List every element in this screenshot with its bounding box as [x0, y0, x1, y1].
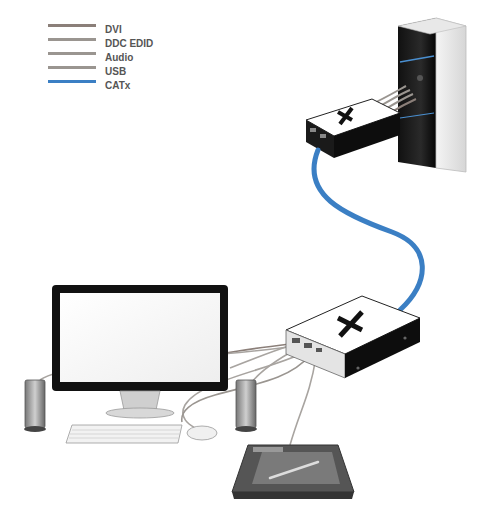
legend-entry: DDC EDID	[105, 33, 153, 46]
legend-label: CATx	[105, 80, 130, 91]
legend-line-sample	[48, 66, 96, 69]
legend-label: Audio	[105, 52, 133, 63]
legend-entry: CATx	[105, 75, 130, 88]
legend-entry: USB	[105, 61, 126, 74]
legend-entry: Audio	[105, 47, 133, 60]
catx-cable	[314, 150, 422, 310]
legend-label: DVI	[105, 24, 122, 35]
legend-line-sample	[48, 80, 96, 83]
keyboard	[66, 425, 182, 443]
legend-label: USB	[105, 66, 126, 77]
monitor	[52, 285, 228, 418]
speakers	[24, 380, 257, 432]
legend-line-sample	[48, 24, 96, 27]
legend-label: DDC EDID	[105, 38, 153, 49]
graphics-tablet	[232, 445, 354, 499]
mouse	[187, 426, 217, 440]
legend-entry: DVI	[105, 19, 122, 32]
legend-line-sample	[48, 38, 96, 41]
receiver-unit	[286, 296, 420, 378]
legend-line-sample	[48, 52, 96, 55]
computer-tower	[398, 18, 466, 172]
